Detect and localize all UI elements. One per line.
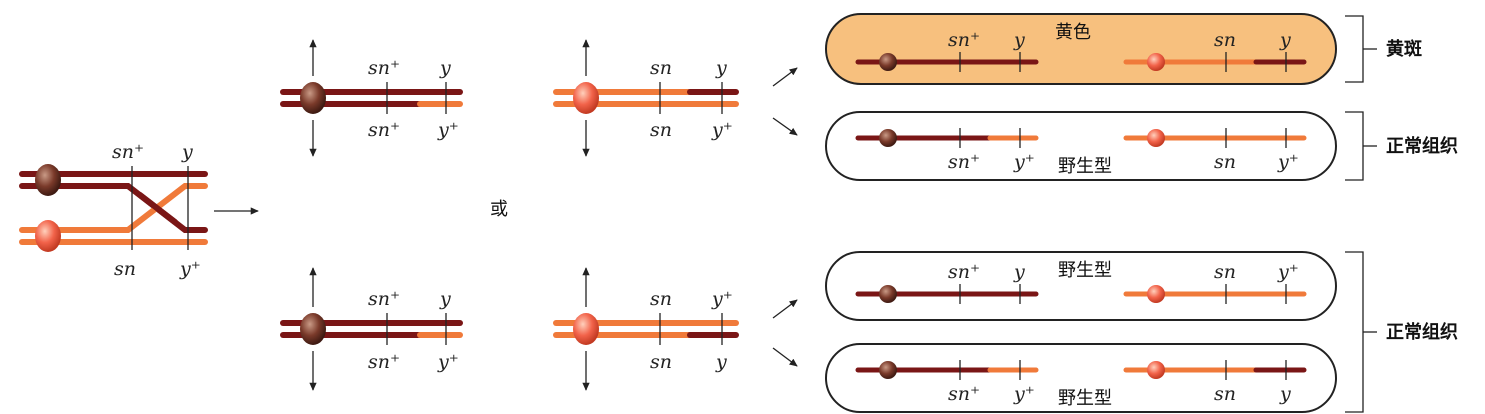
allele-label-sn-plus: sn⁺ (948, 29, 980, 51)
allele-label-y-plus: y⁺ (179, 258, 201, 280)
centromere-icon (35, 164, 61, 196)
allele-label-y: y (1279, 383, 1291, 405)
arrow-icon (772, 67, 798, 87)
allele-label-sn: sn (1214, 261, 1236, 283)
cell-label-wild-type: 野生型 (1058, 260, 1112, 281)
allele-label-y: y (1279, 29, 1291, 51)
allele-label-y: y (715, 351, 727, 373)
arrow-icon (772, 347, 798, 367)
allele-label-y: y (715, 57, 727, 79)
centromere-icon (1147, 53, 1165, 71)
parental-chromosomes: sn⁺ y sn y⁺ (19, 141, 208, 280)
daughter-cell-yellow: 黄色 sn⁺ y sn y (825, 13, 1337, 85)
allele-label-sn-plus: sn⁺ (112, 141, 144, 163)
allele-label-y: y (181, 141, 193, 163)
daughter-chromosome-light-bottom: sn y⁺ sn y (553, 267, 739, 391)
centromere-icon (879, 361, 897, 379)
allele-label-y-plus: y⁺ (437, 119, 459, 141)
daughter-cell-wild-type-1: sn⁺ y⁺ 野生型 sn y⁺ (825, 111, 1337, 181)
allele-label-y-plus: y⁺ (711, 288, 733, 310)
arrow-icon (772, 117, 798, 136)
centromere-icon (1147, 361, 1165, 379)
centromere-icon (879, 53, 897, 71)
allele-label-sn: sn (650, 119, 672, 141)
allele-label-sn-plus: sn⁺ (368, 351, 400, 373)
cell-label-yellow: 黄色 (1055, 22, 1091, 43)
outcome-bracket-normal-1: 正常组织 (1345, 111, 1458, 181)
outcome-normal-tissue: 正常组织 (1386, 135, 1458, 157)
daughter-chromosome-light-top: sn y sn y⁺ (553, 39, 739, 157)
outcome-bracket-yellow-spot: 黄斑 (1345, 15, 1422, 83)
centromere-icon (1147, 285, 1165, 303)
allele-label-y: y (439, 57, 451, 79)
allele-label-sn-plus: sn⁺ (948, 151, 980, 173)
outcome-bracket-normal-2: 正常组织 (1345, 251, 1458, 413)
arrow-icon (772, 299, 798, 319)
allele-label-y: y (1013, 29, 1025, 51)
allele-label-sn: sn (1214, 151, 1236, 173)
allele-label-sn: sn (114, 258, 136, 280)
cell-label-wild-type: 野生型 (1058, 388, 1112, 409)
allele-label-sn-plus: sn⁺ (948, 383, 980, 405)
allele-label-sn: sn (650, 57, 672, 79)
centromere-icon (573, 82, 599, 114)
daughter-cell-wild-type-2: 野生型 sn⁺ y sn y⁺ (825, 251, 1337, 321)
centromere-icon (300, 313, 326, 345)
daughter-chromosome-dark-bottom: sn⁺ y sn⁺ y⁺ (280, 267, 463, 391)
allele-label-y-plus: y⁺ (1277, 261, 1299, 283)
allele-label-sn-plus: sn⁺ (368, 288, 400, 310)
allele-label-y-plus: y⁺ (1013, 151, 1035, 173)
allele-label-y-plus: y⁺ (437, 351, 459, 373)
cell-label-wild-type: 野生型 (1058, 156, 1112, 177)
centromere-icon (1147, 129, 1165, 147)
crossover-point (137, 192, 178, 225)
allele-label-y-plus: y⁺ (1013, 383, 1035, 405)
centromere-icon (300, 82, 326, 114)
centromere-icon (879, 285, 897, 303)
allele-label-y-plus: y⁺ (1277, 151, 1299, 173)
allele-label-sn: sn (1214, 383, 1236, 405)
allele-label-sn-plus: sn⁺ (368, 57, 400, 79)
centromere-icon (573, 313, 599, 345)
allele-label-sn: sn (1214, 29, 1236, 51)
daughter-cell-wild-type-3: sn⁺ y⁺ 野生型 sn y (825, 343, 1337, 413)
outcome-yellow-spot: 黄斑 (1386, 38, 1422, 60)
centromere-icon (879, 129, 897, 147)
allele-label-y-plus: y⁺ (711, 119, 733, 141)
allele-label-sn: sn (650, 288, 672, 310)
allele-label-y: y (439, 288, 451, 310)
outcome-normal-tissue: 正常组织 (1386, 321, 1458, 343)
allele-label-sn: sn (650, 351, 672, 373)
or-label: 或 (490, 199, 508, 220)
allele-label-y: y (1013, 261, 1025, 283)
daughter-chromosome-dark-top: sn⁺ y sn⁺ y⁺ (280, 39, 463, 157)
centromere-icon (35, 220, 61, 252)
allele-label-sn-plus: sn⁺ (368, 119, 400, 141)
allele-label-sn-plus: sn⁺ (948, 261, 980, 283)
